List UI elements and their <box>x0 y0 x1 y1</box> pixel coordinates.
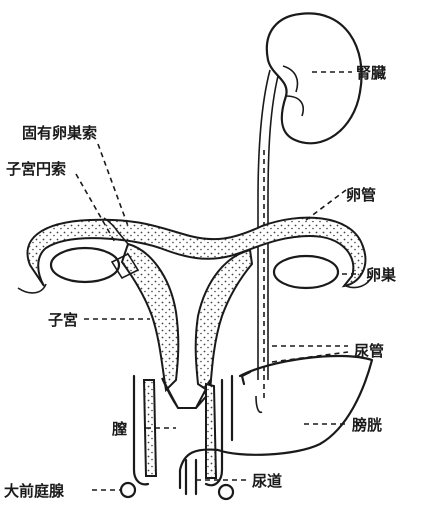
bladder-label: 膀胱 <box>352 416 382 434</box>
vagina-label: 膣 <box>112 420 127 438</box>
kidney-label: 腎臓 <box>356 64 386 82</box>
fallopian-tube-label: 卵管 <box>346 186 376 204</box>
ovary-label: 卵巣 <box>366 266 397 284</box>
kidney-shape <box>267 13 362 143</box>
uterus-label: 子宮 <box>48 311 78 329</box>
round-ligament-label: 子宮円索 <box>6 160 66 178</box>
vagina-shape <box>134 376 222 485</box>
bartholin-gland-label: 大前庭腺 <box>4 482 65 500</box>
bartholin-gland-shapes <box>121 483 233 499</box>
ovarian-ligament-label: 固有卵巣索 <box>22 124 97 142</box>
urethra-shape <box>186 460 196 494</box>
ureter-label: 尿管 <box>354 342 384 360</box>
urethra-label: 尿道 <box>252 472 282 490</box>
